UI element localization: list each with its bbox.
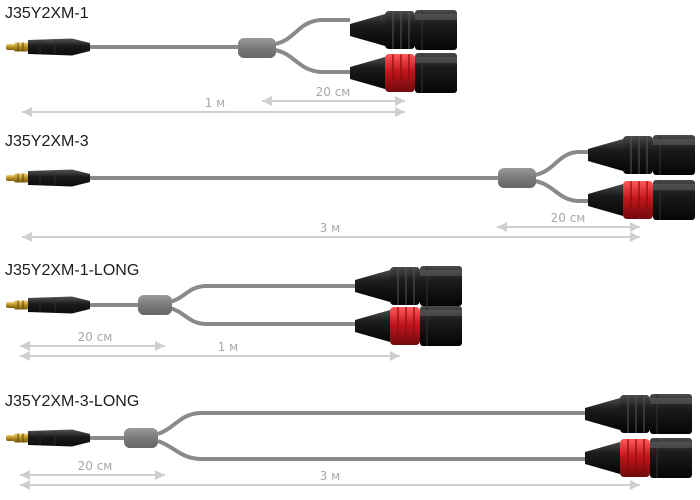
branch-cable xyxy=(157,411,585,436)
length-label: 3 м xyxy=(320,221,341,235)
cable-assembly-1 xyxy=(5,9,458,94)
jack-35mm xyxy=(5,38,91,56)
branch-cable xyxy=(274,48,350,74)
xlr-connector-red xyxy=(584,437,693,479)
splitter xyxy=(138,295,172,315)
jack-35mm xyxy=(5,296,91,314)
branch-cable xyxy=(169,284,355,304)
splitter xyxy=(498,168,536,188)
xlr-connector-black xyxy=(584,393,693,435)
branch-cable xyxy=(534,150,588,177)
split-length-label: 20 см xyxy=(78,459,113,473)
length-label: 3 м xyxy=(320,469,341,483)
branch-cable xyxy=(169,306,355,326)
split-length-label: 20 см xyxy=(316,85,351,99)
split-length-label: 20 см xyxy=(78,330,113,344)
dimension-split-3: 20 см xyxy=(20,330,165,351)
dimension-split-1: 20 см xyxy=(262,85,405,106)
xlr-connector-red xyxy=(349,52,458,94)
cable-assembly-4 xyxy=(5,393,693,479)
dimension-main-2: 3 м xyxy=(22,221,640,242)
cable-assembly-2 xyxy=(5,134,696,221)
model-title-4: J35Y2XM-3-LONG xyxy=(5,393,140,410)
model-title-2: J35Y2XM-3 xyxy=(5,133,89,150)
dimension-split-4: 20 см xyxy=(20,459,165,480)
jack-35mm xyxy=(5,169,91,187)
branch-cable xyxy=(534,179,588,203)
dimension-main-1: 1 м xyxy=(22,96,405,117)
dimension-main-4: 3 м xyxy=(20,469,640,490)
jack-35mm xyxy=(5,429,91,447)
xlr-connector-black xyxy=(587,134,696,176)
model-title-3: J35Y2XM-1-LONG xyxy=(5,262,140,279)
branch-cable xyxy=(274,18,350,46)
dimension-split-2: 20 см xyxy=(497,211,640,232)
length-label: 1 м xyxy=(205,96,226,110)
splitter xyxy=(238,38,276,58)
xlr-connector-red xyxy=(354,305,463,347)
cable-assembly-3 xyxy=(5,265,463,347)
dimension-main-3: 1 м xyxy=(20,340,400,361)
model-title-1: J35Y2XM-1 xyxy=(5,5,89,22)
xlr-connector-black xyxy=(354,265,463,307)
xlr-connector-black xyxy=(349,9,458,51)
length-label: 1 м xyxy=(218,340,239,354)
splitter xyxy=(124,428,158,448)
xlr-connector-red xyxy=(587,179,696,221)
split-length-label: 20 см xyxy=(551,211,586,225)
branch-cable xyxy=(157,439,585,461)
